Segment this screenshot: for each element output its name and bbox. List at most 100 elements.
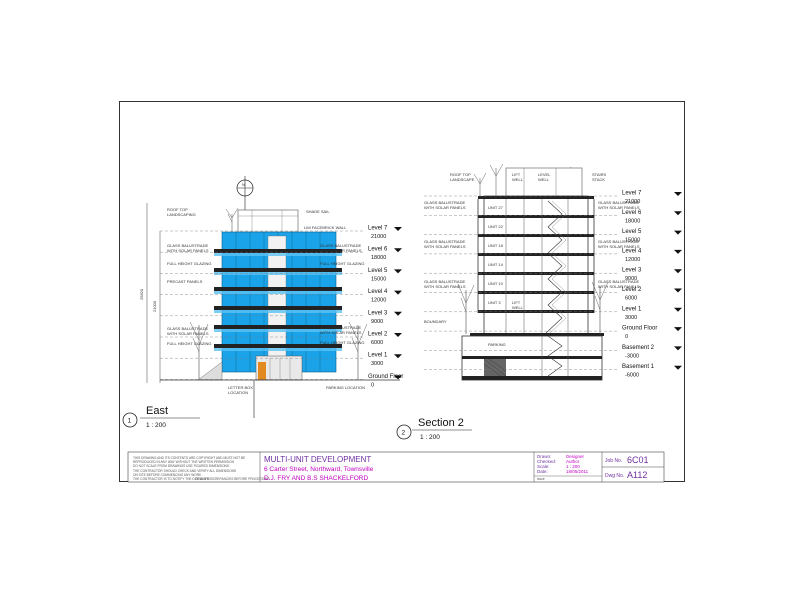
east-level-marker-icon xyxy=(394,227,402,231)
east-label-left-8: WITH SOLAR PANELS xyxy=(167,331,209,336)
section-level-label: Level 2 xyxy=(622,287,642,293)
east-label-left-6: PRECAST PANELS xyxy=(167,279,203,284)
section-level-label: Level 4 xyxy=(622,248,642,254)
section-label-top-7: STAIRS xyxy=(592,172,606,177)
section-level-value: 9000 xyxy=(625,276,637,282)
section-label-top-2: LANDSCAPE xyxy=(450,177,475,182)
section-unit-1: UNIT 27 xyxy=(488,205,504,210)
east-level-label: Level 1 xyxy=(368,353,388,359)
section-level-value: 6000 xyxy=(625,296,637,302)
east-label-right-5: FULL HEIGHT GLAZING xyxy=(320,261,364,266)
east-label-bottom-1: LETTER BOX xyxy=(228,385,253,390)
project-title: MULTI-UNIT DEVELOPMENT xyxy=(264,455,371,464)
east-level-value: 6000 xyxy=(371,340,383,346)
project-client: D.J. FRY AND B.S SHACKELFORD xyxy=(264,475,368,482)
section-level-marker-icon xyxy=(674,249,682,254)
east-level-label: Level 2 xyxy=(368,332,388,338)
note-1: THIS DRAWING AND ITS CONTENTS ARE COPYRI… xyxy=(133,456,245,460)
drawn-value: Designer xyxy=(566,454,585,459)
east-level-value: 9000 xyxy=(371,319,383,325)
section-label-left-1: GLASS BALUSTRADE xyxy=(424,200,465,205)
section-label-top-1: ROOF TOP xyxy=(450,172,471,177)
section-label-right-6: WITH SOLAR PANELS xyxy=(598,284,640,289)
date-label: Date: xyxy=(537,469,548,474)
east-label-bottom-3: PARKING LOCATION xyxy=(326,385,365,390)
section-label-left-2: WITH SOLAR PANELS xyxy=(424,205,466,210)
section-label-top-5: LEVEL xyxy=(538,172,551,177)
section-view-number: 2 xyxy=(402,430,406,437)
section-level-value: -6000 xyxy=(625,373,639,379)
job-label: Job No. xyxy=(605,458,622,464)
section-view-title: Section 2 xyxy=(418,417,464,429)
section-level-marker-icon xyxy=(674,346,682,351)
note-6: THE CONTRACTOR IS TO NOTIFY THE DESIGNER xyxy=(133,477,210,481)
east-label-left-3: GLASS BALUSTRADE xyxy=(167,243,208,248)
dwg-value: A112 xyxy=(627,470,647,480)
section-label-top-6: WELL xyxy=(538,177,550,182)
north-label: N xyxy=(242,182,245,187)
scale-label: Scale: xyxy=(537,464,550,469)
east-label-left-5: FULL HEIGHT GLAZING xyxy=(167,261,211,266)
east-level-marker-icon xyxy=(394,311,402,316)
view-number-circle-icon xyxy=(122,412,138,428)
section-level-value: 0 xyxy=(625,334,628,340)
east-level-value: 18000 xyxy=(371,255,386,261)
section-label-right-1: GLASS BALUSTRADE xyxy=(598,200,639,205)
east-level-label: Level 5 xyxy=(368,268,388,274)
east-view-scale: 1 : 200 xyxy=(146,422,166,429)
section-label-left-6: WITH SOLAR PANELS xyxy=(424,284,466,289)
section-level-label: Level 1 xyxy=(622,306,642,312)
section-level-label: Level 3 xyxy=(622,268,642,274)
dim-middle: 21000 xyxy=(152,300,157,312)
section-level-value: 3000 xyxy=(625,315,637,321)
east-view-number: 1 xyxy=(128,418,132,425)
east-level-label: Level 3 xyxy=(368,310,388,316)
east-label-right-1: SHADE SAIL xyxy=(306,209,330,214)
section-label-right-4: WITH SOLAR PANELS xyxy=(598,244,640,249)
section-level-value: 21000 xyxy=(625,199,640,205)
east-level-marker-icon xyxy=(394,333,402,337)
project-address: 6 Carter Street, Northward, Townsville xyxy=(264,466,374,473)
east-label-left-2: LANDSCAPING xyxy=(167,212,196,217)
section-view-scale: 1 : 200 xyxy=(420,434,440,441)
east-label-right-6: GLASS BALUSTRADE xyxy=(320,325,361,330)
section-level-marker-icon xyxy=(674,307,682,312)
checked-value: Author xyxy=(566,459,580,464)
section-unit-4: UNIT 14 xyxy=(488,262,504,267)
section-unit-6: UNIT 3 xyxy=(488,300,501,305)
east-view-title: East xyxy=(146,405,168,417)
section-lift-label: LIFT xyxy=(512,300,521,305)
note-2: REPRODUCED IN ANY WAY WITHOUT THE WRITTE… xyxy=(133,460,235,464)
section-level-marker-icon xyxy=(674,230,682,235)
date-value: 18/05/2011 xyxy=(566,469,589,474)
section-level-marker-icon xyxy=(674,365,682,370)
issue-label: Issue xyxy=(537,477,545,481)
section-label-top-4: WELL xyxy=(512,177,524,182)
east-level-marker-icon xyxy=(394,375,402,380)
east-level-label: Level 7 xyxy=(368,226,388,232)
east-level-marker-icon xyxy=(394,248,402,253)
east-label-right-3: GLASS BALUSTRADE xyxy=(320,243,361,248)
section-level-label: Ground Floor xyxy=(622,326,657,332)
section-label-left-7: BOUNDARY xyxy=(424,319,447,324)
dim-overall: 25820 xyxy=(139,288,144,300)
section-label-left-5: GLASS BALUSTRADE xyxy=(424,279,465,284)
section-level-marker-icon xyxy=(674,288,682,293)
east-label-right-2: LIM FACEBRICK WALL xyxy=(304,225,347,230)
east-level-value: 15000 xyxy=(371,276,386,282)
title-block: THIS DRAWING AND ITS CONTENTS ARE COPYRI… xyxy=(127,451,665,483)
section-label-top-3: LIFT xyxy=(512,172,521,177)
section-label-right-3: GLASS BALUSTRADE xyxy=(598,239,639,244)
scale-value: 1 : 200 xyxy=(566,464,580,469)
section-lift-label-2: WELL xyxy=(512,305,524,310)
east-label-bottom-2: LOCATION xyxy=(228,390,248,395)
east-level-marker-icon xyxy=(394,269,402,274)
note-7: OF ANY DISCREPANCIES BEFORE PROCEEDING xyxy=(195,477,270,481)
section-level-label: Level 6 xyxy=(622,210,642,216)
east-level-value: 21000 xyxy=(371,234,386,240)
section-level-label: Basement 2 xyxy=(622,345,655,351)
section-level-value: 18000 xyxy=(625,218,640,224)
